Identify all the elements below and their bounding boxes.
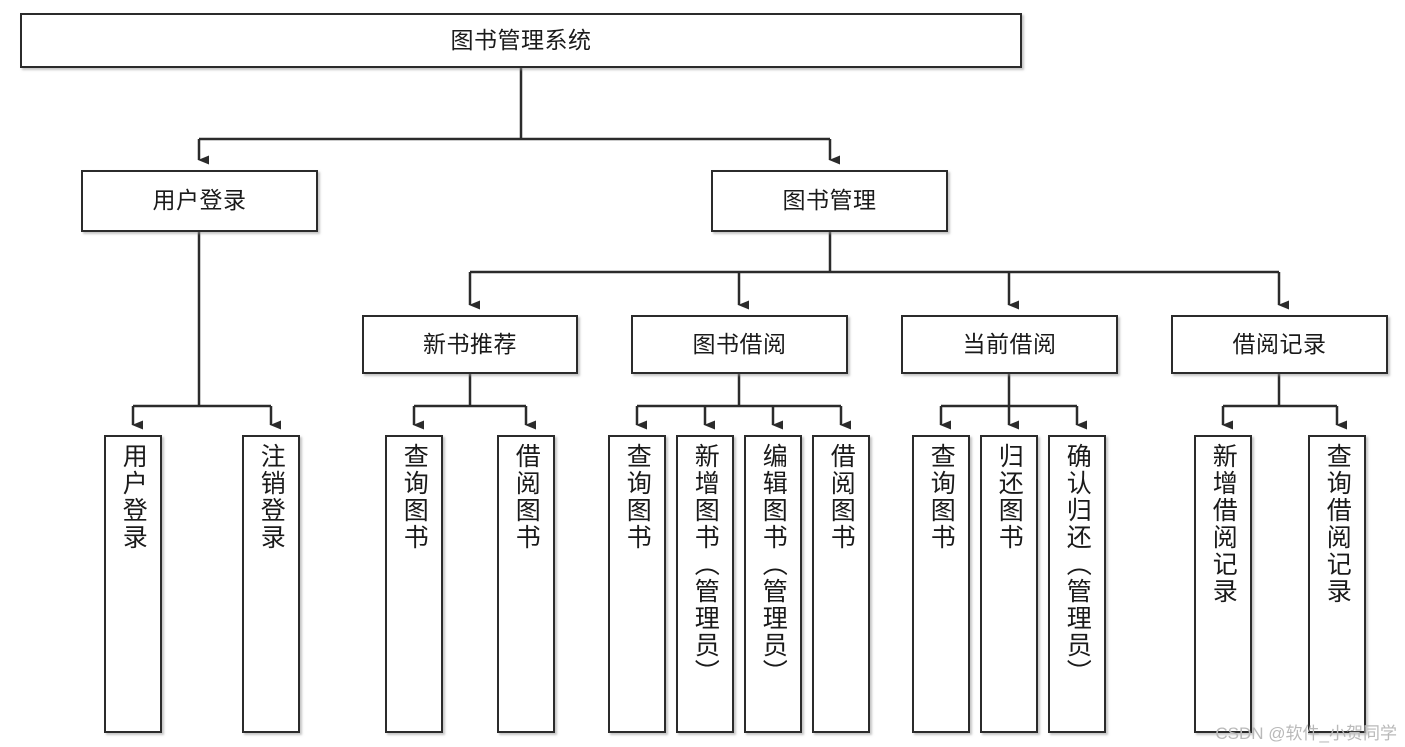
node-label: 查询图书 — [623, 443, 652, 551]
node-leaf-user-login[interactable]: 用户登录 — [104, 435, 162, 733]
node-leaf-edit-book-admin[interactable]: 编辑图书（管理员） — [744, 435, 802, 733]
node-label: 归还图书 — [995, 443, 1024, 551]
node-label: 查询图书 — [400, 443, 429, 551]
node-book-borrow[interactable]: 图书借阅 — [631, 315, 848, 374]
node-label: 借阅记录 — [1232, 330, 1327, 357]
node-leaf-logout-login[interactable]: 注销登录 — [242, 435, 300, 733]
node-leaf-query-book-current[interactable]: 查询图书 — [912, 435, 970, 733]
watermark-text: CSDN @软件_小贺同学 — [1215, 724, 1397, 743]
node-leaf-borrow-book-borrow[interactable]: 借阅图书 — [812, 435, 870, 733]
node-label: 编辑图书（管理员） — [759, 443, 788, 686]
node-leaf-query-book-recommend[interactable]: 查询图书 — [385, 435, 443, 733]
node-label: 新增图书（管理员） — [691, 443, 720, 686]
node-label: 图书管理系统 — [450, 26, 592, 53]
node-current-borrow[interactable]: 当前借阅 — [901, 315, 1118, 374]
node-label: 图书借阅 — [692, 330, 787, 357]
node-label: 确认归还（管理员） — [1063, 443, 1092, 686]
node-label: 借阅图书 — [827, 443, 856, 551]
node-leaf-return-book[interactable]: 归还图书 — [980, 435, 1038, 733]
node-borrow-record[interactable]: 借阅记录 — [1171, 315, 1388, 374]
node-leaf-add-book-admin[interactable]: 新增图书（管理员） — [676, 435, 734, 733]
node-book-manage[interactable]: 图书管理 — [711, 170, 948, 232]
node-leaf-query-book-borrow[interactable]: 查询图书 — [608, 435, 666, 733]
node-user-login[interactable]: 用户登录 — [81, 170, 318, 232]
node-leaf-confirm-return-admin[interactable]: 确认归还（管理员） — [1048, 435, 1106, 733]
node-root-system[interactable]: 图书管理系统 — [20, 13, 1022, 68]
node-label: 查询借阅记录 — [1323, 443, 1352, 605]
node-label: 新增借阅记录 — [1209, 443, 1238, 605]
node-label: 新书推荐 — [423, 330, 517, 357]
node-label: 用户登录 — [152, 187, 247, 214]
node-new-book-recommend[interactable]: 新书推荐 — [362, 315, 578, 374]
node-label: 借阅图书 — [512, 443, 541, 551]
node-label: 查询图书 — [927, 443, 956, 551]
node-leaf-borrow-book-recommend[interactable]: 借阅图书 — [497, 435, 555, 733]
node-label: 注销登录 — [257, 443, 286, 551]
node-label: 用户登录 — [119, 443, 148, 551]
node-label: 图书管理 — [782, 187, 877, 214]
node-label: 当前借阅 — [962, 330, 1057, 357]
node-leaf-query-borrow-record[interactable]: 查询借阅记录 — [1308, 435, 1366, 733]
node-leaf-add-borrow-record[interactable]: 新增借阅记录 — [1194, 435, 1252, 733]
